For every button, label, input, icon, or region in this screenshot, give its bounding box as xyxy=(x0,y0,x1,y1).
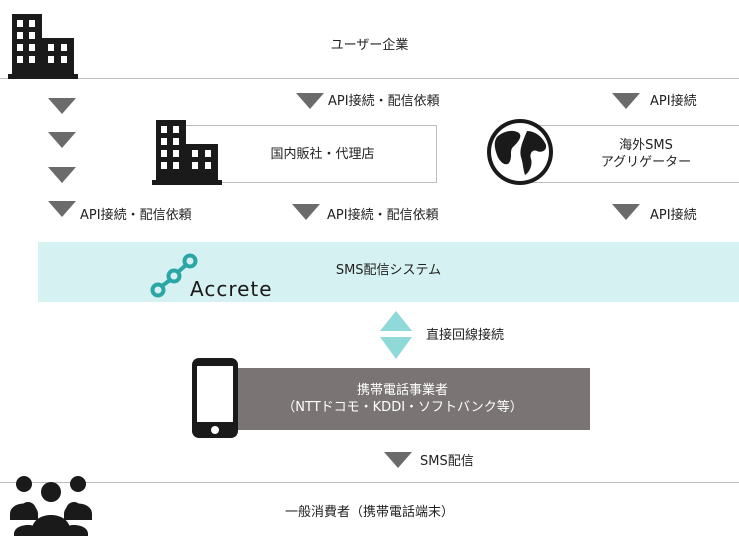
carrier-label-line1: 携帯電話事業者 xyxy=(356,383,448,398)
arrow-down xyxy=(48,167,76,183)
accrete-logo-text: Accrete xyxy=(190,277,273,301)
building-icon xyxy=(152,120,222,185)
smartphone-icon xyxy=(192,358,238,438)
connection-label-bottom-right: API接続 xyxy=(650,208,697,223)
carrier-label-line2: （NTTドコモ・KDDI・ソフトバンク等） xyxy=(282,400,523,415)
arrow-down xyxy=(48,98,76,114)
agency-label: 国内販社・代理店 xyxy=(270,146,375,162)
arrow-down xyxy=(612,204,640,220)
globe-icon xyxy=(487,119,553,185)
aggregator-label-line1: 海外SMS xyxy=(619,138,673,153)
direct-line-label: 直接回線接続 xyxy=(426,328,505,343)
bidirectional-arrow-icon xyxy=(380,311,412,359)
arrow-down xyxy=(612,93,640,109)
arrow-down xyxy=(48,132,76,148)
consumer-label: 一般消費者（携帯電話端末） xyxy=(284,505,454,520)
sms-system-band: SMS配信システム xyxy=(38,242,739,302)
connection-label-top-middle: API接続・配信依頼 xyxy=(328,94,440,109)
accrete-logo-icon xyxy=(150,253,198,298)
arrow-down xyxy=(292,204,320,220)
arrow-down xyxy=(384,452,412,468)
people-group-icon xyxy=(10,476,92,536)
building-icon xyxy=(8,14,78,79)
connection-label-top-right: API接続 xyxy=(650,94,697,109)
sms-delivery-label: SMS配信 xyxy=(420,454,474,469)
arrow-down xyxy=(48,201,76,217)
sms-system-label: SMS配信システム xyxy=(335,263,442,278)
consumer-row-divider xyxy=(0,482,739,483)
user-company-row xyxy=(0,0,739,79)
aggregator-box: 海外SMS アグリゲーター xyxy=(512,125,739,183)
arrow-down xyxy=(296,93,324,109)
user-company-label: ユーザー企業 xyxy=(330,38,409,53)
connection-label-bottom-left: API接続・配信依頼 xyxy=(80,208,192,223)
connection-label-bottom-middle: API接続・配信依頼 xyxy=(327,208,439,223)
carrier-band: 携帯電話事業者 （NTTドコモ・KDDI・ソフトバンク等） xyxy=(215,368,590,430)
aggregator-label-line2: アグリゲーター xyxy=(600,155,692,170)
